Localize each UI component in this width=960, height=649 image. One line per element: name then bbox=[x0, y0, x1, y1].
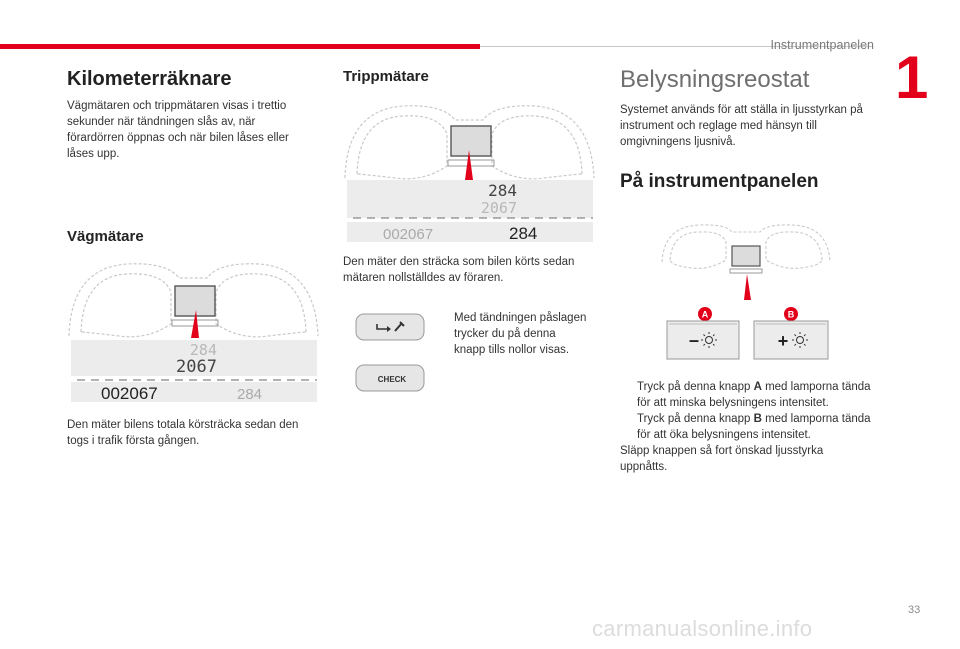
odometer-bottom-side: 284 bbox=[237, 386, 262, 403]
label-b: B bbox=[788, 310, 795, 320]
odometer-bottom-main: 002067 bbox=[101, 384, 158, 403]
odometer-illustration: 284 2067 002067 284 bbox=[68, 263, 319, 403]
reset-button[interactable] bbox=[355, 313, 425, 341]
light-icon bbox=[701, 332, 717, 348]
dimmer-bullet-a: Tryck på denna knapp A med lamporna tänd… bbox=[637, 381, 871, 409]
odometer-pointer-arrow bbox=[191, 310, 199, 338]
dimmer-bullet-b: Tryck på denna knapp B med lamporna tänd… bbox=[637, 413, 871, 441]
dimmer-outro: Släpp knappen så fort önskad ljusstyrka … bbox=[620, 445, 824, 473]
trip-pointer-arrow bbox=[465, 150, 473, 180]
reset-arrow-icon bbox=[376, 324, 391, 332]
trip-top-large: 284 bbox=[488, 181, 517, 200]
trip-screen bbox=[450, 125, 492, 157]
header-red-bar bbox=[0, 44, 480, 49]
check-button-label: CHECK bbox=[378, 375, 407, 384]
kilometer-title: Kilometerräknare bbox=[67, 68, 232, 90]
odometer-title: Vägmätare bbox=[67, 228, 144, 245]
dimmer-plus-button[interactable]: + bbox=[753, 320, 829, 360]
header-rule bbox=[480, 46, 873, 47]
label-a: A bbox=[702, 310, 709, 320]
plus-icon: + bbox=[778, 331, 789, 351]
dimmer-subtitle: På instrumentpanelen bbox=[620, 171, 819, 192]
dimmer-intro: Systemet används för att ställa in ljuss… bbox=[620, 104, 863, 148]
kilometer-intro: Vägmätaren och trippmätaren visas i tret… bbox=[67, 100, 289, 160]
odometer-trip-small: 284 bbox=[190, 341, 217, 359]
odometer-screen bbox=[174, 285, 216, 317]
check-button[interactable]: CHECK bbox=[355, 364, 425, 392]
dimmer-minus-button[interactable]: – bbox=[666, 320, 740, 360]
wrench-icon bbox=[394, 321, 405, 332]
section-label: Instrumentpanelen bbox=[770, 38, 874, 52]
trip-top-small: 2067 bbox=[481, 199, 517, 217]
trip-bottom-main: 284 bbox=[509, 224, 537, 243]
trip-bottom-side: 002067 bbox=[383, 226, 433, 243]
minus-icon: – bbox=[689, 330, 699, 350]
chapter-number: 1 bbox=[895, 44, 929, 111]
dimmer-illustration: A B bbox=[661, 224, 831, 321]
trip-desc: Den mäter den sträcka som bilen körts se… bbox=[343, 256, 575, 284]
trip-illustration: 284 2067 002067 284 bbox=[344, 105, 595, 243]
trip-bullet: Med tändningen påslagen trycker du på de… bbox=[437, 310, 587, 358]
dimmer-pointer-arrow bbox=[744, 274, 751, 300]
trip-bullet-text: Med tändningen påslagen trycker du på de… bbox=[454, 312, 587, 356]
trip-title: Trippmätare bbox=[343, 68, 429, 85]
odometer-desc: Den mäter bilens totala körsträcka sedan… bbox=[67, 419, 299, 447]
light-icon bbox=[792, 332, 808, 348]
odometer-total-large: 2067 bbox=[176, 357, 217, 377]
page-number: 33 bbox=[908, 604, 921, 616]
dimmer-title: Belysningsreostat bbox=[620, 66, 810, 93]
watermark: carmanualsonline.info bbox=[592, 616, 813, 641]
